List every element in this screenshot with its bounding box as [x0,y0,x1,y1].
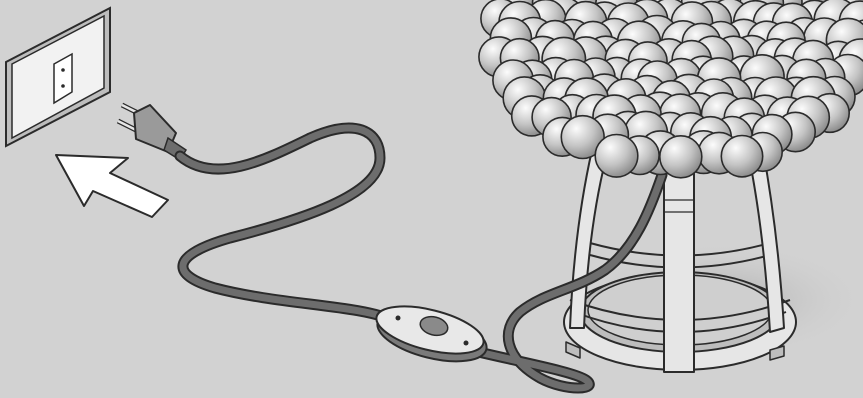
lamp-sphere [595,135,638,178]
lamp-sphere [660,136,702,178]
lamp-sphere [721,136,762,177]
